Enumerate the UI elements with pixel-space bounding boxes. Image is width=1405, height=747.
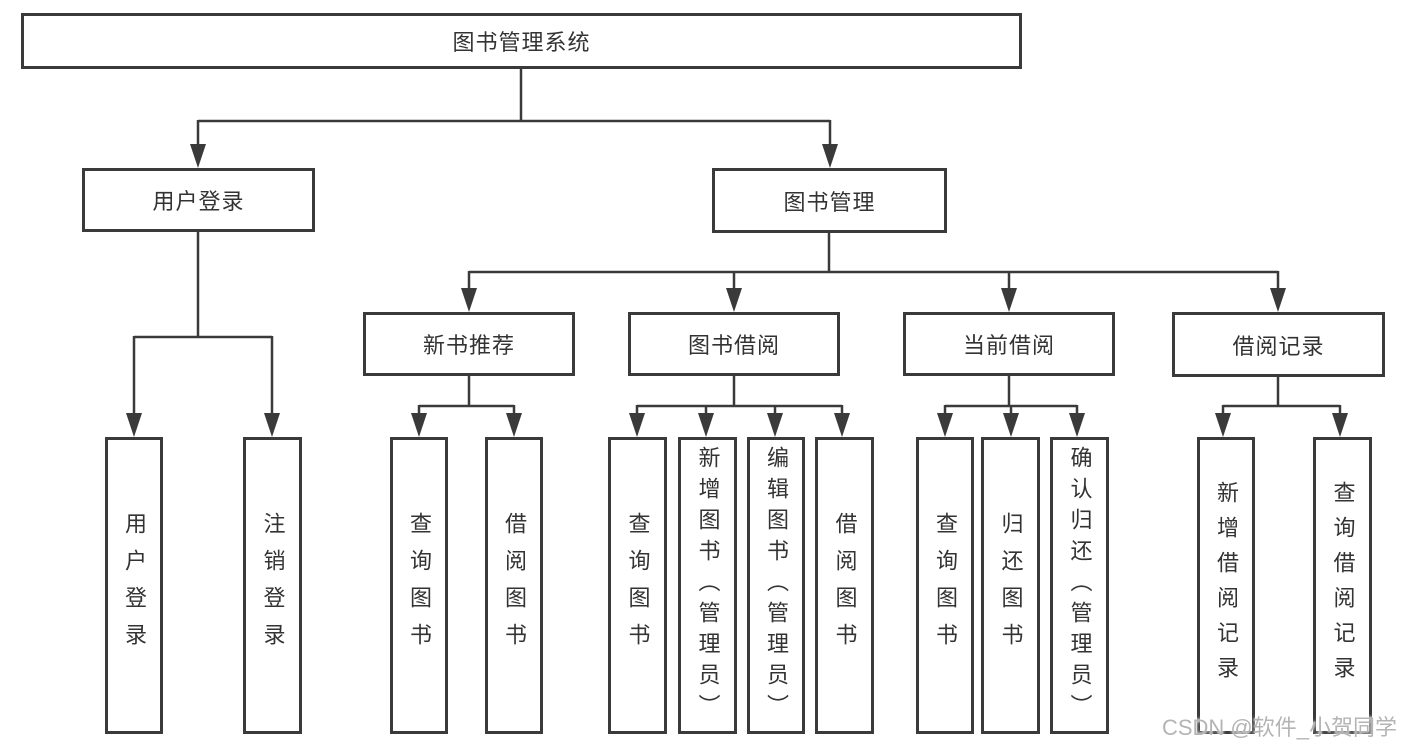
leaf-label: 确认归还（管理员） (1067, 446, 1093, 725)
leaf-query-borrow-record: 查询借阅记录 (1313, 437, 1372, 734)
arrowheads (126, 144, 1348, 437)
leaf-user-login: 用户登录 (105, 437, 163, 734)
leaf-label: 查询图书 (625, 511, 651, 660)
node-user-login: 用户登录 (82, 168, 315, 232)
node-book-borrowing: 图书借阅 (628, 312, 840, 376)
leaf-add-borrow-record: 新增借阅记录 (1197, 437, 1255, 734)
csdn-watermark: CSDN @软件_小贺同学 (1161, 715, 1397, 740)
node-label: 新书推荐 (422, 333, 515, 358)
node-current-borrowing: 当前借阅 (903, 312, 1115, 376)
node-book-management: 图书管理 (712, 168, 947, 233)
leaf-label: 新增借阅记录 (1214, 480, 1239, 691)
leaf-label: 查询图书 (407, 511, 432, 660)
leaf-label: 借阅图书 (832, 511, 858, 660)
leaf-label: 注销登录 (260, 511, 286, 660)
node-label: 图书管理系统 (452, 30, 591, 55)
node-label: 图书借阅 (687, 333, 780, 358)
node-label: 图书管理 (783, 189, 876, 215)
node-new-book-recommend: 新书推荐 (363, 312, 575, 376)
leaf-borrow-books-borrowing: 借阅图书 (815, 437, 874, 734)
node-label: 用户登录 (152, 189, 245, 214)
leaf-query-books-recommend: 查询图书 (390, 437, 448, 734)
leaf-return-book: 归还图书 (981, 437, 1040, 734)
leaf-query-books-current: 查询图书 (916, 437, 974, 734)
leaf-label: 查询借阅记录 (1330, 480, 1356, 691)
leaf-confirm-return-admin: 确认归还（管理员） (1050, 437, 1109, 734)
leaf-label: 新增图书（管理员） (695, 446, 721, 725)
leaf-add-book-admin: 新增图书（管理员） (678, 437, 737, 734)
node-label: 借阅记录 (1232, 333, 1325, 359)
leaf-edit-book-admin: 编辑图书（管理员） (747, 437, 805, 734)
leaf-label: 借阅图书 (502, 511, 527, 660)
leaf-borrow-books-recommend: 借阅图书 (485, 437, 543, 734)
leaf-label: 查询图书 (933, 511, 958, 660)
leaf-label: 归还图书 (998, 511, 1024, 660)
leaf-query-books-borrowing: 查询图书 (608, 437, 667, 734)
leaf-label: 用户登录 (122, 511, 147, 660)
leaf-logout: 注销登录 (243, 437, 302, 734)
node-library-management-system: 图书管理系统 (21, 13, 1022, 69)
node-borrowing-records: 借阅记录 (1172, 312, 1385, 377)
node-label: 当前借阅 (962, 333, 1055, 358)
leaf-label: 编辑图书（管理员） (764, 446, 789, 725)
